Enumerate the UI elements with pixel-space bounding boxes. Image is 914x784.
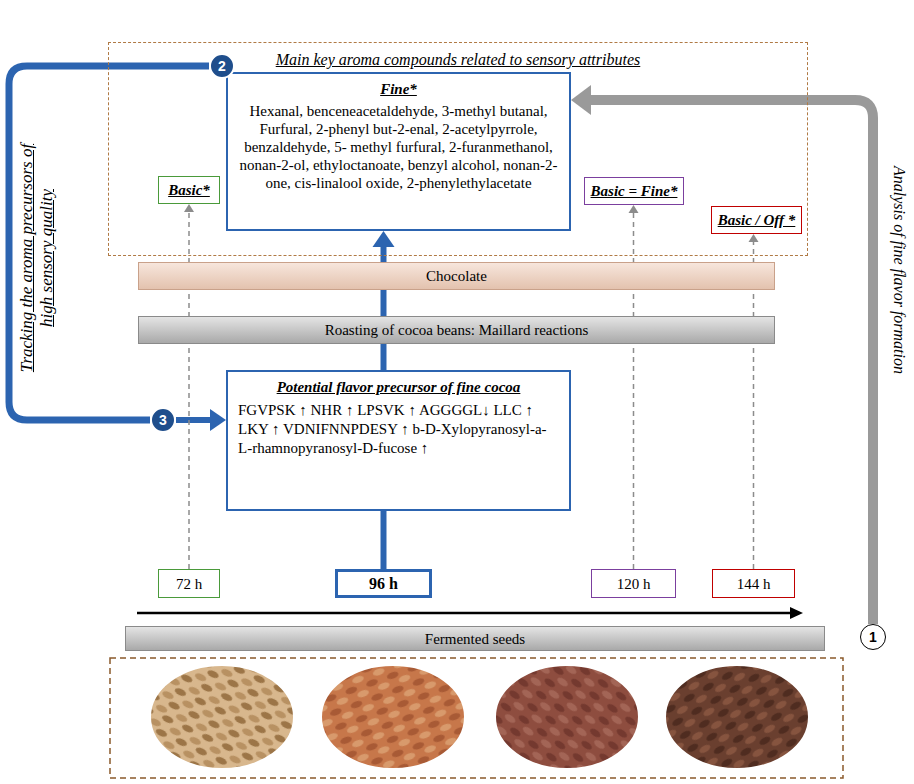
box-label: 72 h bbox=[176, 575, 202, 593]
connector bbox=[176, 409, 226, 431]
photo-frame bbox=[110, 658, 843, 778]
box-label: 96 h bbox=[369, 575, 398, 593]
box-heading: Fine* bbox=[238, 80, 559, 99]
connector-line bbox=[176, 417, 211, 423]
timeline-arrowhead bbox=[790, 607, 803, 619]
side-note: Tracking the aroma precursors of high se… bbox=[17, 138, 57, 378]
arrowhead bbox=[571, 85, 591, 115]
process-band: Roasting of cocoa beans: Maillard reacti… bbox=[138, 316, 775, 344]
bean-photo bbox=[495, 665, 639, 769]
box-label: 120 h bbox=[617, 575, 651, 593]
dashed-region: Main key aroma compounds related to sens… bbox=[108, 42, 808, 256]
bean-photo bbox=[150, 665, 294, 769]
box-label: Basic* bbox=[168, 181, 210, 199]
result-box: Fine* Hexanal, benceneacetaldehyde, 3-met… bbox=[226, 72, 571, 231]
process-band: Fermented seeds bbox=[125, 626, 825, 651]
precursor-box: Potential flavor precursor of fine cocoa… bbox=[226, 370, 571, 511]
connector-line bbox=[381, 511, 387, 569]
connector-line bbox=[9, 66, 209, 420]
box-label: Basic / Off * bbox=[718, 211, 796, 229]
bean-photo bbox=[665, 665, 809, 769]
arrowhead bbox=[210, 409, 226, 431]
box-label: Chocolate bbox=[426, 267, 487, 285]
bean-photo bbox=[321, 665, 465, 769]
connector bbox=[383, 511, 384, 569]
callout-circle: 2 bbox=[209, 53, 235, 79]
time-box: 120 h bbox=[591, 569, 676, 598]
time-box: 96 h bbox=[335, 569, 432, 598]
box-label: Fermented seeds bbox=[425, 630, 525, 648]
box-label: 144 h bbox=[737, 575, 771, 593]
connector-line bbox=[753, 241, 755, 569]
time-box: 72 h bbox=[158, 569, 220, 598]
arrowhead bbox=[749, 234, 759, 242]
arrowhead bbox=[184, 204, 194, 212]
side-note: Analysis of fine flavor formation bbox=[889, 105, 909, 435]
connector bbox=[373, 231, 395, 370]
timeline-arrow bbox=[137, 612, 792, 615]
box-label: Roasting of cocoa beans: Maillard reacti… bbox=[325, 321, 589, 339]
arrowhead bbox=[373, 231, 395, 247]
box-label: 2 bbox=[218, 58, 226, 74]
quality-box: Basic* bbox=[158, 176, 220, 204]
connector bbox=[629, 205, 639, 569]
connector bbox=[571, 85, 873, 624]
process-band: Chocolate bbox=[138, 262, 775, 290]
arrowhead bbox=[629, 205, 639, 213]
quality-box: Basic = Fine* bbox=[584, 177, 685, 205]
box-text: FGVPSK ↑ NHR ↑ LPSVK ↑ AGGGGL↓ LLC ↑ LKY… bbox=[238, 401, 559, 458]
time-box: 144 h bbox=[712, 569, 795, 598]
connector bbox=[9, 66, 209, 420]
box-label: 1 bbox=[869, 629, 877, 645]
connector bbox=[184, 204, 194, 569]
callout-circle: 3 bbox=[150, 407, 176, 433]
box-heading: Potential flavor precursor of fine cocoa bbox=[238, 378, 559, 397]
box-label: 3 bbox=[159, 412, 167, 428]
box-text: Hexanal, benceneacetaldehyde, 3-methyl b… bbox=[238, 102, 559, 192]
callout-circle: 1 bbox=[860, 624, 886, 650]
box-label: Basic = Fine* bbox=[591, 182, 678, 200]
quality-box: Basic / Off * bbox=[711, 206, 803, 234]
